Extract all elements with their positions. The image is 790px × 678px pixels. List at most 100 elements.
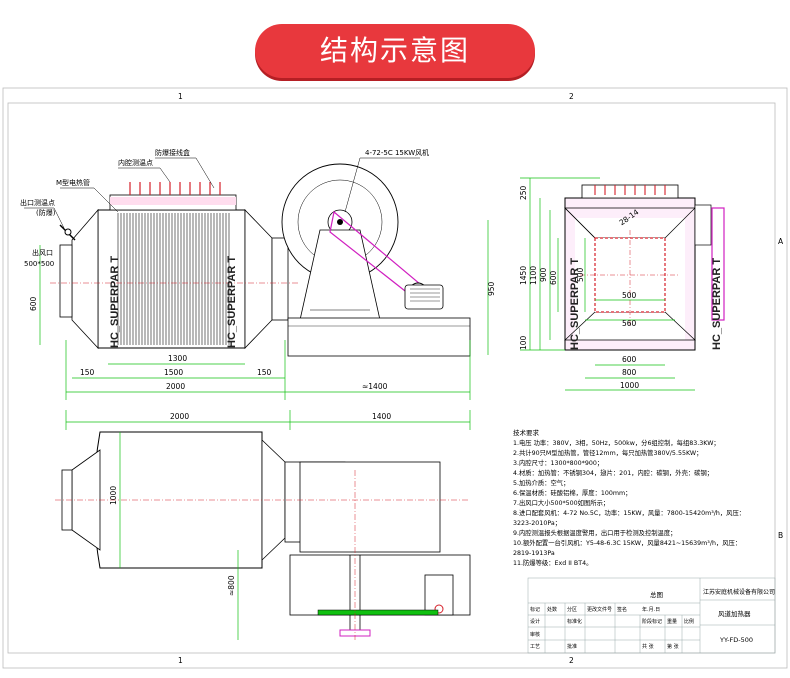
tb-drawing: 总图: [650, 590, 663, 599]
top-dim-800: ≈800: [227, 575, 236, 596]
top-dim-1000: 1000: [109, 486, 118, 505]
side-dim-600: 600: [549, 270, 558, 285]
side-dim-lines: [520, 177, 695, 391]
top-dim-2000: 2000: [170, 412, 189, 421]
frame-col-2-bottom: 2: [569, 656, 574, 665]
label-fan: 4-72-5C 15KW风机: [365, 148, 429, 157]
label-outlet-size: 500*500: [24, 260, 54, 268]
tb-product: 风道加热器: [718, 609, 751, 618]
tech-line: 2.共计90只M型加热管，管径12mm，每只加热管380V/5.55KW；: [513, 448, 702, 457]
label-outlet: 出风口: [32, 248, 53, 257]
tb-cell: 比例: [684, 618, 694, 625]
dim-600: 600: [29, 296, 38, 311]
top-fan: [299, 461, 441, 553]
watermark-1: HC_SUPERPAR T: [109, 256, 121, 348]
tech-line: 9.内腔测温报头根据温度警用，出口用于检测及控制温度；: [513, 528, 676, 537]
tech-line: 1.电压 功率：380V，3相，50Hz，500kw，分6组控制，每组83.3K…: [513, 438, 720, 447]
inlet-transition: [244, 209, 273, 349]
top-dim-lines: [65, 410, 471, 640]
fan-base: [287, 317, 471, 357]
top-motor: [424, 574, 454, 616]
tb-cell: 审核: [530, 631, 540, 638]
tb-cell: 标记: [530, 606, 540, 613]
top-view: 2000 1400 1000 ≈800: [55, 410, 471, 640]
outlet-transition: [71, 208, 99, 350]
tech-line: 3223-2010Pa；: [513, 520, 561, 527]
side-watermark-1: HC_SUPERPAR T: [569, 258, 581, 350]
tb-model: YY-FD-500: [719, 636, 753, 644]
drawing-frame: [2, 87, 788, 669]
tb-cell: 标准化: [567, 618, 582, 625]
watermark-2: HC_SUPERPAR T: [226, 256, 238, 348]
tech-line: 10.额外配置一台引风机：Y5-48-6.3C 15KW，风量8421~1563…: [513, 538, 741, 547]
label-junction-box: 防爆接线盒: [155, 148, 190, 157]
tech-requirements: 技术要求 1.电压 功率：380V，3相，50Hz，500kw，分6组控制，每组…: [513, 428, 745, 567]
tech-line: 7.出风口大小500*500如图所示；: [513, 498, 609, 507]
label-inner-temp: 内腔测温点: [118, 158, 153, 167]
tb-cell: 批准: [567, 643, 577, 650]
side-belt: [711, 207, 725, 321]
side-dim-500-vert: 500: [576, 267, 585, 282]
tech-heading: 技术要求: [513, 428, 540, 437]
tech-line: 4.材质：加热管：不锈钢304，翅片：201，内腔：碳钢，外壳：碳钢；: [513, 468, 713, 477]
tb-cell: 工艺: [530, 644, 540, 650]
tb-cell: 共 张: [642, 643, 654, 650]
dim-1400-approx: ≈1400: [362, 382, 388, 391]
tech-line: 3.内腔尺寸：1300*800*900；: [513, 458, 603, 467]
page-title: 结构示意图: [319, 34, 470, 67]
tb-cell: 更改文件号: [587, 606, 612, 613]
tb-cell: 年.月.日: [642, 606, 660, 613]
frame-row-b: B: [778, 531, 783, 540]
title-block-cells: 标记 处数 分区 更改文件号 签名 年.月.日 设计 标准化 阶段标记 重量 比…: [530, 606, 694, 650]
tb-cell: 分区: [567, 606, 577, 613]
side-dim-900: 900: [539, 267, 548, 282]
tb-cell: 签名: [617, 606, 627, 613]
side-dim-100: 100: [519, 335, 528, 350]
tech-line: 6.保温材质：硅酸铝棉，厚度：100mm；: [513, 488, 631, 497]
side-dim-1450: 1450: [519, 266, 528, 285]
side-view: 250 1450 1100 900 600 100 500 500 560 60…: [519, 177, 725, 391]
heater-tubes: [117, 213, 230, 345]
side-dim-800: 800: [622, 368, 637, 377]
dim-150-right: 150: [257, 368, 272, 377]
tech-line: 11.防爆等级：Exd II BT4。: [513, 558, 592, 567]
title-block: [527, 577, 776, 654]
side-dim-600b: 600: [622, 355, 637, 364]
tb-cell: 第 张: [667, 643, 679, 650]
front-view: 1300 1500 150 150 2000 ≈1400 600 950 防爆接…: [20, 148, 496, 400]
tech-line: 5.加热介质：空气；: [513, 478, 569, 487]
side-dim-1100: 1100: [529, 266, 538, 285]
dim-950: 950: [487, 281, 496, 296]
tb-cell: 阶段标记: [642, 618, 662, 625]
side-dim-560: 560: [622, 319, 637, 328]
dim-2000: 2000: [166, 382, 185, 391]
title-banner: 结构示意图: [255, 24, 535, 78]
dim-150-left: 150: [80, 368, 95, 377]
top-dim-1400: 1400: [372, 412, 391, 421]
frame-col-1-bottom: 1: [178, 656, 183, 665]
side-junction-box: [581, 184, 679, 199]
tb-cell: 设计: [530, 618, 540, 625]
tech-line: 2819-1913Pa: [513, 550, 555, 557]
frame-col-1-top: 1: [178, 92, 183, 101]
temp-probes: [129, 182, 221, 195]
label-outlet-temp-2: (防爆): [36, 208, 56, 217]
tb-cell: 处数: [547, 606, 557, 613]
frame-row-a: A: [778, 237, 784, 246]
side-dim-1000: 1000: [620, 381, 639, 390]
front-dim-lines: [39, 220, 489, 400]
dim-1300: 1300: [168, 354, 187, 363]
dim-1500: 1500: [164, 368, 183, 377]
top-belt: [317, 609, 439, 616]
frame-col-2-top: 2: [569, 92, 574, 101]
tech-line: 8.进口配套风机：4-72 No.5C，功率：15KW，风量：7800-1542…: [513, 508, 745, 517]
inlet-flange: [271, 237, 289, 321]
side-dim-250: 250: [519, 185, 528, 200]
tb-cell: 重量: [667, 618, 677, 625]
side-watermark-2: HC_SUPERPAR T: [711, 258, 723, 350]
side-motor: [694, 204, 712, 246]
outlet-flange: [59, 244, 73, 318]
label-m-heater: M型电热管: [56, 178, 90, 187]
label-outlet-temp: 出口测温点: [20, 198, 55, 207]
